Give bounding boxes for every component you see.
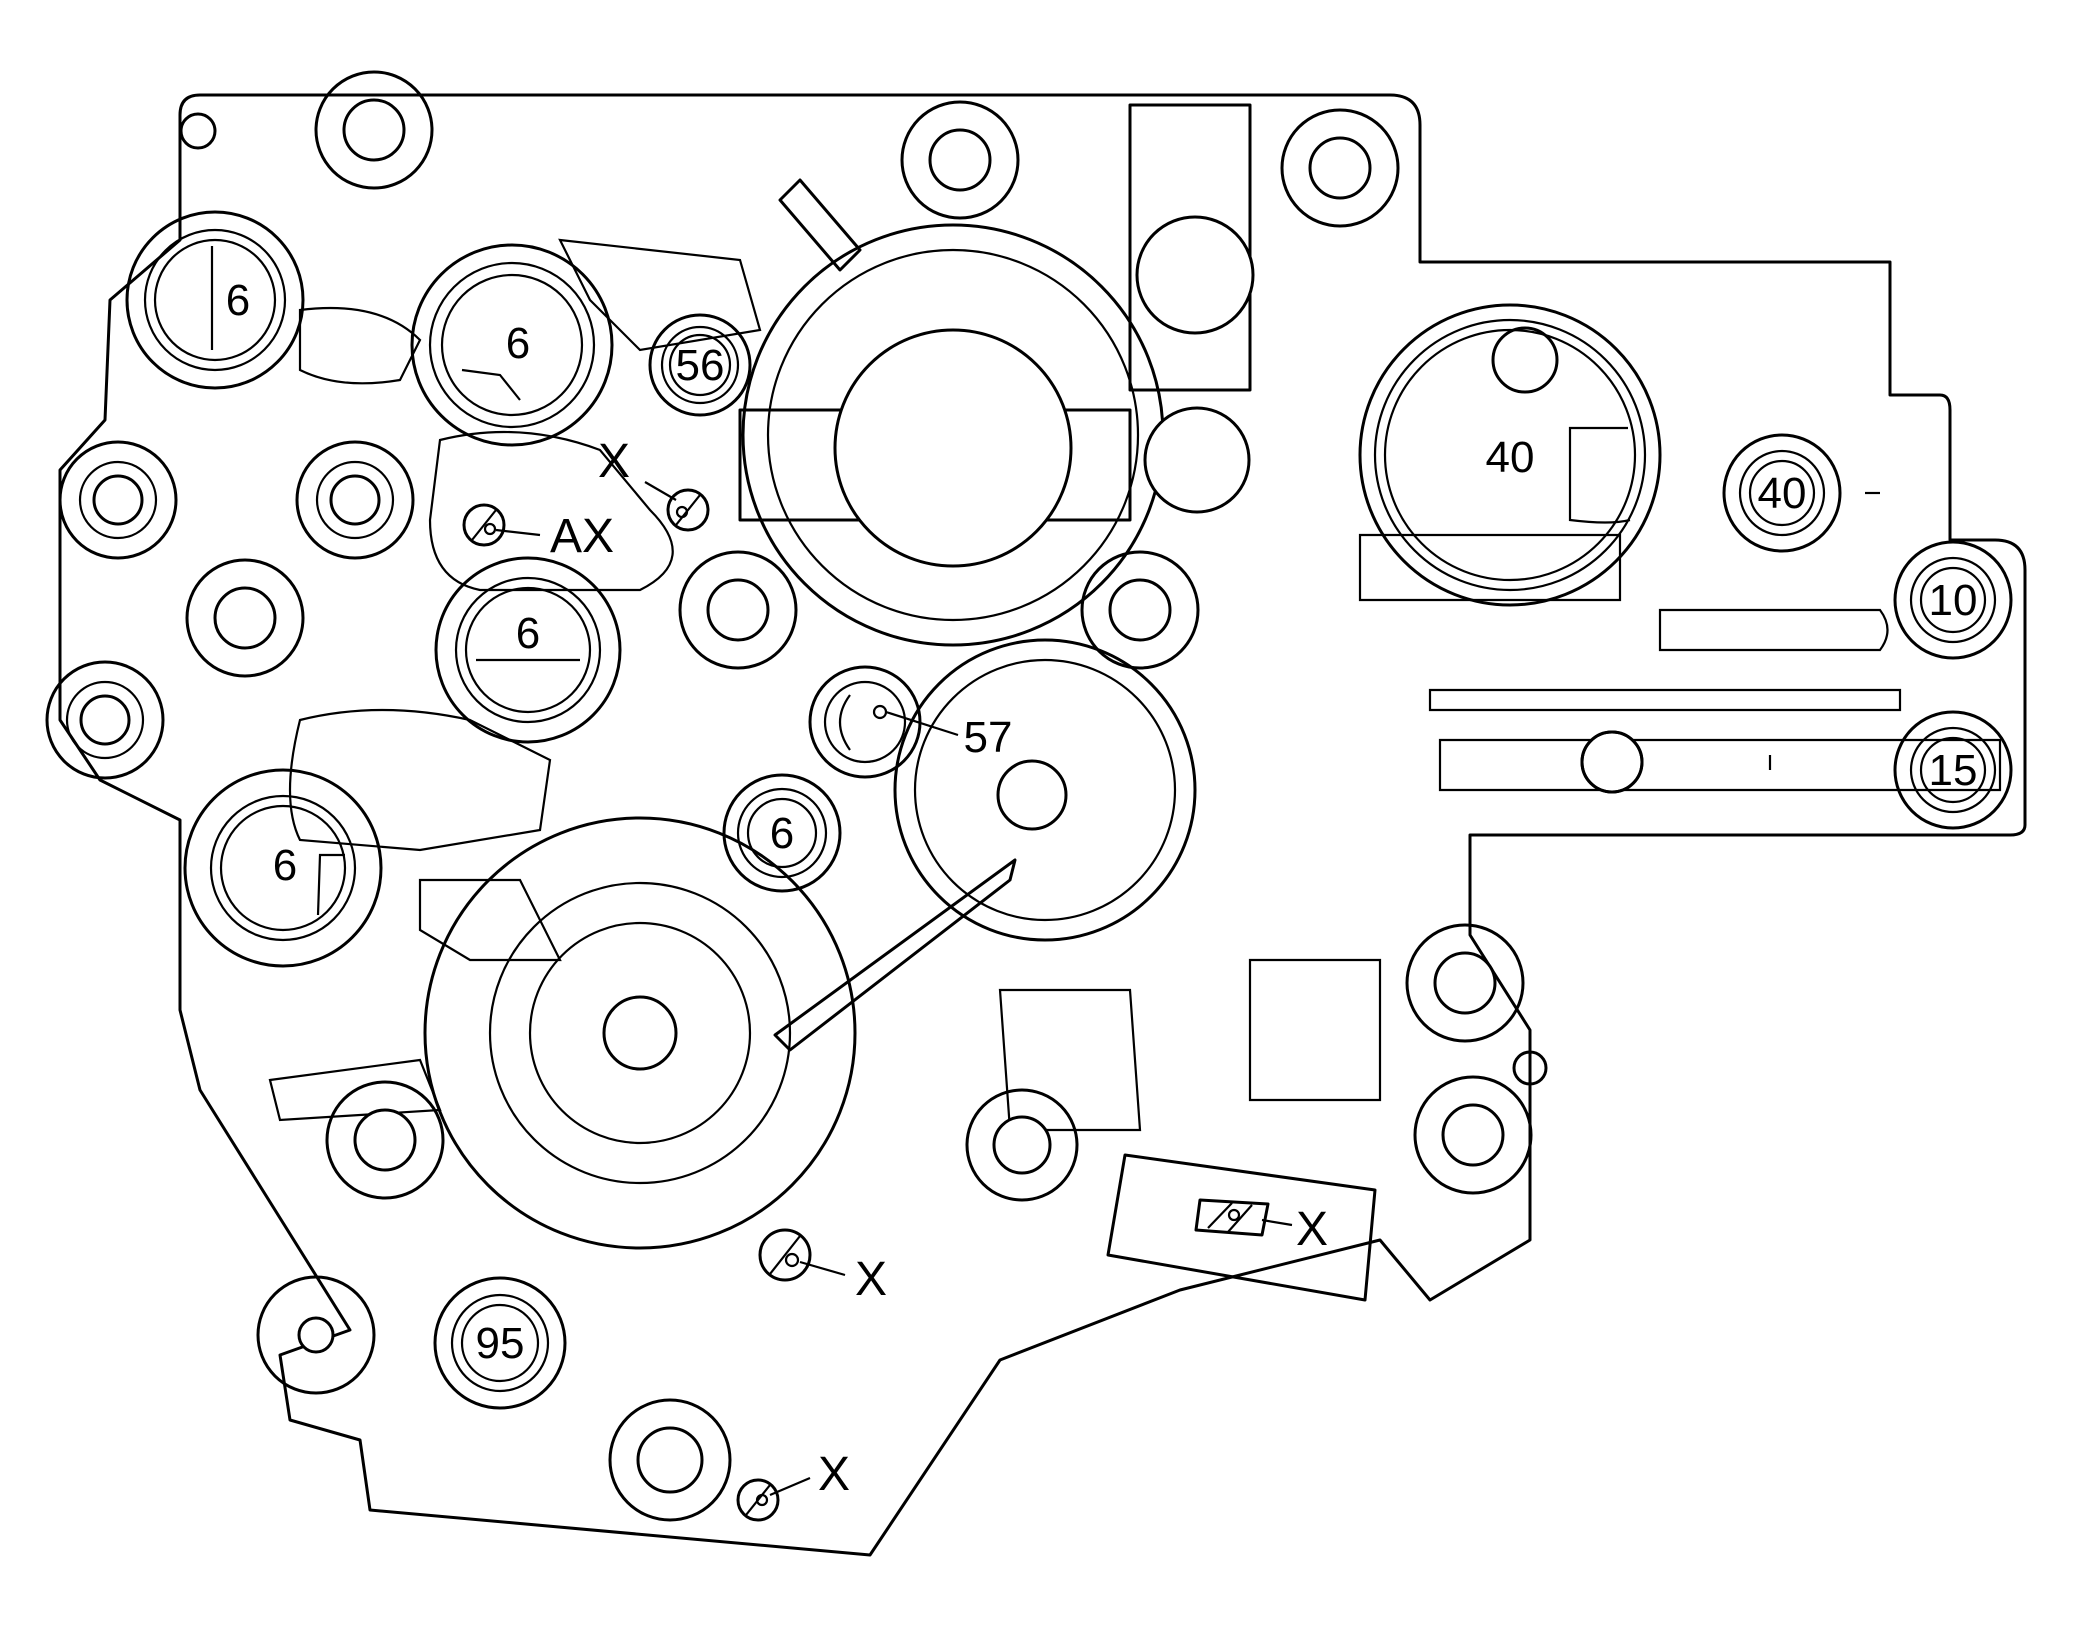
bolt-hole [678, 550, 798, 670]
boss-label: 6 [226, 276, 250, 325]
channel-2 [298, 306, 422, 385]
channel-10 [1248, 958, 1382, 1102]
boss-57: 57 [808, 665, 1013, 779]
boss-10: 10 [1893, 540, 2013, 660]
middle-bore-ring [913, 658, 1177, 922]
bolt-hole [928, 128, 992, 192]
channel-4 [288, 708, 552, 852]
bolt-hole [1080, 550, 1200, 670]
boss-label: 15 [1929, 746, 1978, 795]
boss-label: 6 [516, 609, 540, 658]
bolt-hole [1108, 578, 1172, 642]
bolt-hole [1512, 1050, 1548, 1086]
lower-bore-outer [423, 816, 857, 1250]
lower-bore-inner [528, 921, 752, 1145]
boss-6-lower-middle: 6 [722, 773, 842, 893]
boss-label: 6 [273, 841, 297, 890]
callout-label: AX [550, 510, 614, 563]
bolt-hole [342, 98, 406, 162]
lower-bore-ring [488, 881, 792, 1185]
bolt-hole [1491, 326, 1559, 394]
callout-label: X [1296, 1203, 1328, 1256]
bolt-hole [1413, 1075, 1533, 1195]
bolt-hole [900, 100, 1020, 220]
bolt-hole [706, 578, 770, 642]
plug-top-2 [1143, 406, 1251, 514]
bolt-hole [297, 1316, 335, 1354]
casting-outline [58, 93, 2027, 1557]
bolt-holes [179, 70, 1644, 1522]
bolt-hole [179, 112, 217, 150]
callout-label: X [818, 1448, 850, 1501]
bolt-hole [256, 1275, 376, 1395]
boss-40-large: 40 [1358, 303, 1662, 607]
lever-blade [773, 858, 1017, 1052]
boss-label: 57 [964, 713, 1013, 762]
bolt-hole [1441, 1103, 1505, 1167]
channel-9 [1658, 608, 1889, 652]
ring-bosses [45, 440, 415, 780]
callout-ax: AX [462, 503, 614, 563]
casting-rib-1 [778, 178, 862, 272]
casting-top-bar [1128, 103, 1252, 392]
central-bore-ring [766, 248, 1140, 622]
boss-label: 95 [476, 1319, 525, 1368]
bolt-hole [608, 1398, 732, 1522]
boss-label: 40 [1486, 433, 1535, 482]
boss-15: 15 [1768, 710, 2013, 830]
bolt-hole [636, 1426, 704, 1494]
channel-5 [418, 878, 562, 962]
boss-label: 6 [506, 319, 530, 368]
boss-6-middle: 6 [434, 556, 622, 744]
bolt-hole [1308, 136, 1372, 200]
callout-x-plate: X [1106, 1153, 1377, 1302]
boss-6-top-left: 6 [125, 210, 305, 390]
boss-95: 95 [433, 1276, 567, 1410]
callout-x-middle: X [758, 1228, 887, 1306]
bolt-hole [325, 1080, 445, 1200]
boss-label: 40 [1758, 469, 1807, 518]
channel-11 [998, 988, 1142, 1132]
boss-label: 6 [770, 809, 794, 858]
bolt-hole [314, 70, 434, 190]
lower-bore-hole [602, 995, 678, 1071]
bolt-hole [185, 558, 305, 678]
bolt-hole [213, 586, 277, 650]
channel-8 [1438, 738, 2002, 792]
channel-3 [558, 238, 762, 352]
bolt-hole [353, 1108, 417, 1172]
middle-bore-outer [893, 638, 1197, 942]
central-bore [833, 328, 1073, 568]
bolt-hole [1580, 730, 1644, 794]
bolt-hole [1280, 108, 1400, 228]
boss-label: 56 [676, 341, 725, 390]
channel-7 [1428, 688, 1902, 712]
boss-6-lower-left: 6 [183, 768, 383, 968]
channel-1 [428, 430, 674, 592]
callout-x-top: X [598, 435, 710, 532]
bolt-hole [965, 1088, 1079, 1202]
bolt-hole [992, 1115, 1052, 1175]
bolt-hole [1433, 951, 1497, 1015]
callout-x-bottom: X [736, 1448, 850, 1522]
bolt-hole [1405, 923, 1525, 1043]
callout-label: X [855, 1253, 887, 1306]
boss-40-small: 40 [1722, 433, 1880, 553]
boss-label: 10 [1929, 576, 1978, 625]
middle-bore-hole [996, 759, 1068, 831]
boss-56: 56 [648, 313, 752, 417]
channel-6 [1358, 533, 1622, 602]
boss-6-top-center: 6 [410, 243, 614, 447]
callout-label: X [598, 435, 630, 488]
plug-top-1 [1135, 215, 1255, 335]
